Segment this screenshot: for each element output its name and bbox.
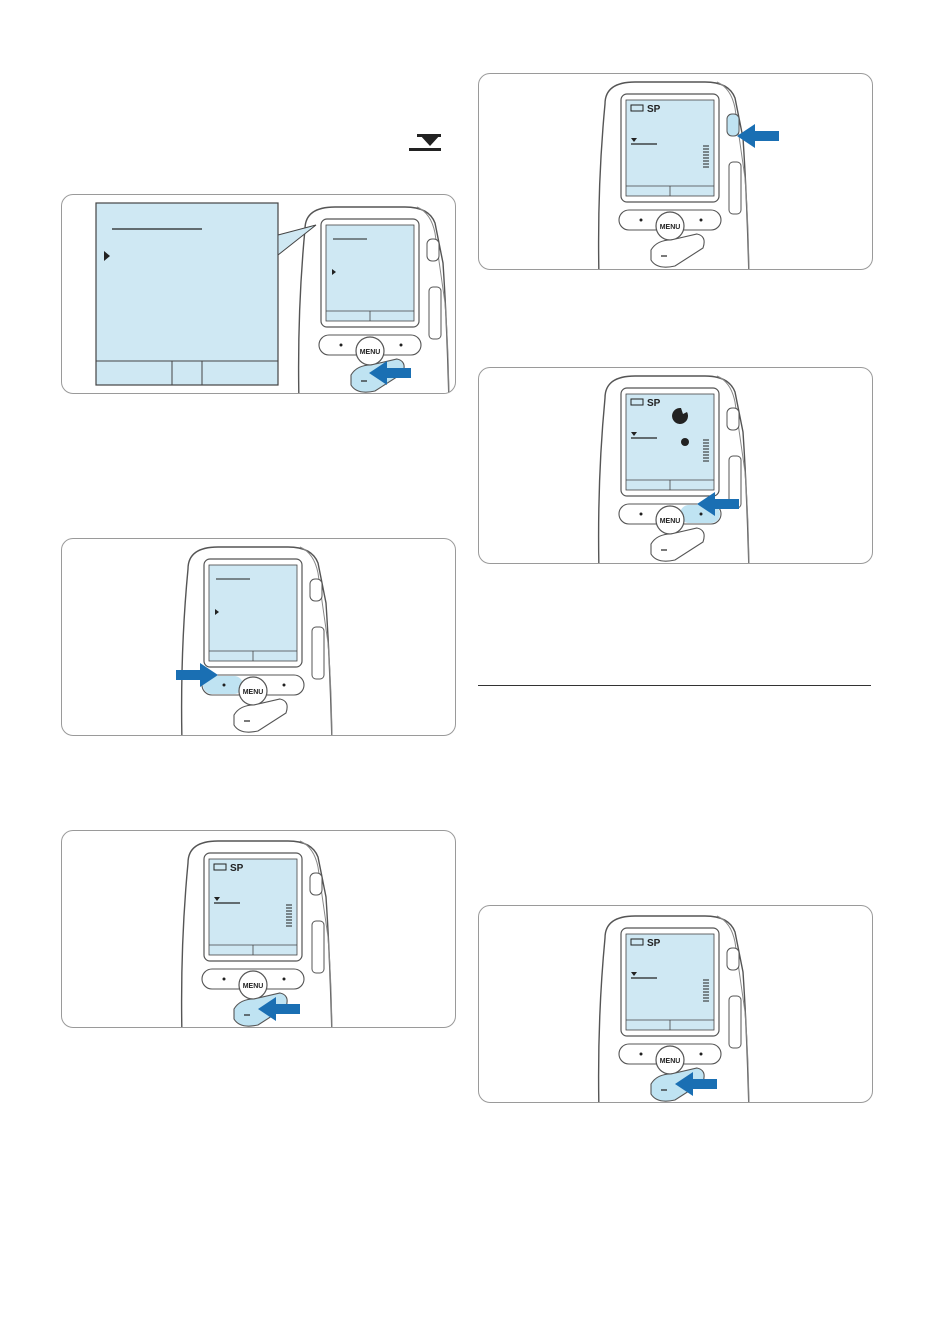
figure-3-illustration: SP MENU [62, 831, 455, 1027]
f2-dot [400, 344, 403, 347]
figure-5-illustration: SP MENU [479, 368, 872, 563]
display-screen [626, 394, 714, 490]
figure-2-panel: MENU [61, 538, 456, 736]
speed-indicator: SP [230, 863, 244, 874]
figure-6-panel: SP MENU [478, 905, 873, 1103]
menu-label: MENU [243, 689, 264, 696]
f1-dot [640, 1053, 643, 1056]
figure-2-illustration: MENU [62, 539, 455, 735]
display-screen [209, 859, 297, 955]
end-of-file-icon [407, 132, 443, 152]
figure-1-panel: MENU [61, 194, 456, 394]
figure-5-panel: SP MENU [478, 367, 873, 564]
menu-label: MENU [660, 1058, 681, 1065]
record-dot-icon [681, 438, 689, 446]
side-slide-switch [429, 287, 441, 339]
side-slide-switch [729, 996, 741, 1048]
figure-1-illustration: MENU [62, 195, 455, 393]
f1-dot [640, 513, 643, 516]
f2-dot [283, 978, 286, 981]
f2-dot [700, 219, 703, 222]
f2-dot [700, 1053, 703, 1056]
section-divider [478, 685, 871, 686]
f1-dot [223, 978, 226, 981]
zoomed-screen [96, 203, 278, 385]
side-eol-button [310, 873, 322, 895]
f1-dot [223, 684, 226, 687]
menu-label: MENU [660, 224, 681, 231]
side-slide-switch [312, 627, 324, 679]
menu-label: MENU [243, 983, 264, 990]
display-screen [626, 934, 714, 1030]
f1-dot [340, 344, 343, 347]
f2-dot [283, 684, 286, 687]
speed-indicator: SP [647, 938, 661, 949]
side-eol-button [427, 239, 439, 261]
speed-indicator: SP [647, 104, 661, 115]
menu-label: MENU [660, 518, 681, 525]
figure-6-illustration: SP MENU [479, 906, 872, 1102]
side-eol-button [310, 579, 322, 601]
menu-label: MENU [360, 349, 381, 356]
f1-dot [640, 219, 643, 222]
figure-4-panel: SP MENU [478, 73, 873, 270]
figure-4-illustration: SP MENU [479, 74, 872, 269]
f2-dot [700, 513, 703, 516]
side-slide-switch [312, 921, 324, 973]
display-screen [626, 100, 714, 196]
side-slide-switch [729, 162, 741, 214]
speed-indicator: SP [647, 398, 661, 409]
side-eol-button [727, 948, 739, 970]
side-eol-button [727, 408, 739, 430]
side-eol-button [727, 114, 739, 136]
figure-3-panel: SP MENU [61, 830, 456, 1028]
